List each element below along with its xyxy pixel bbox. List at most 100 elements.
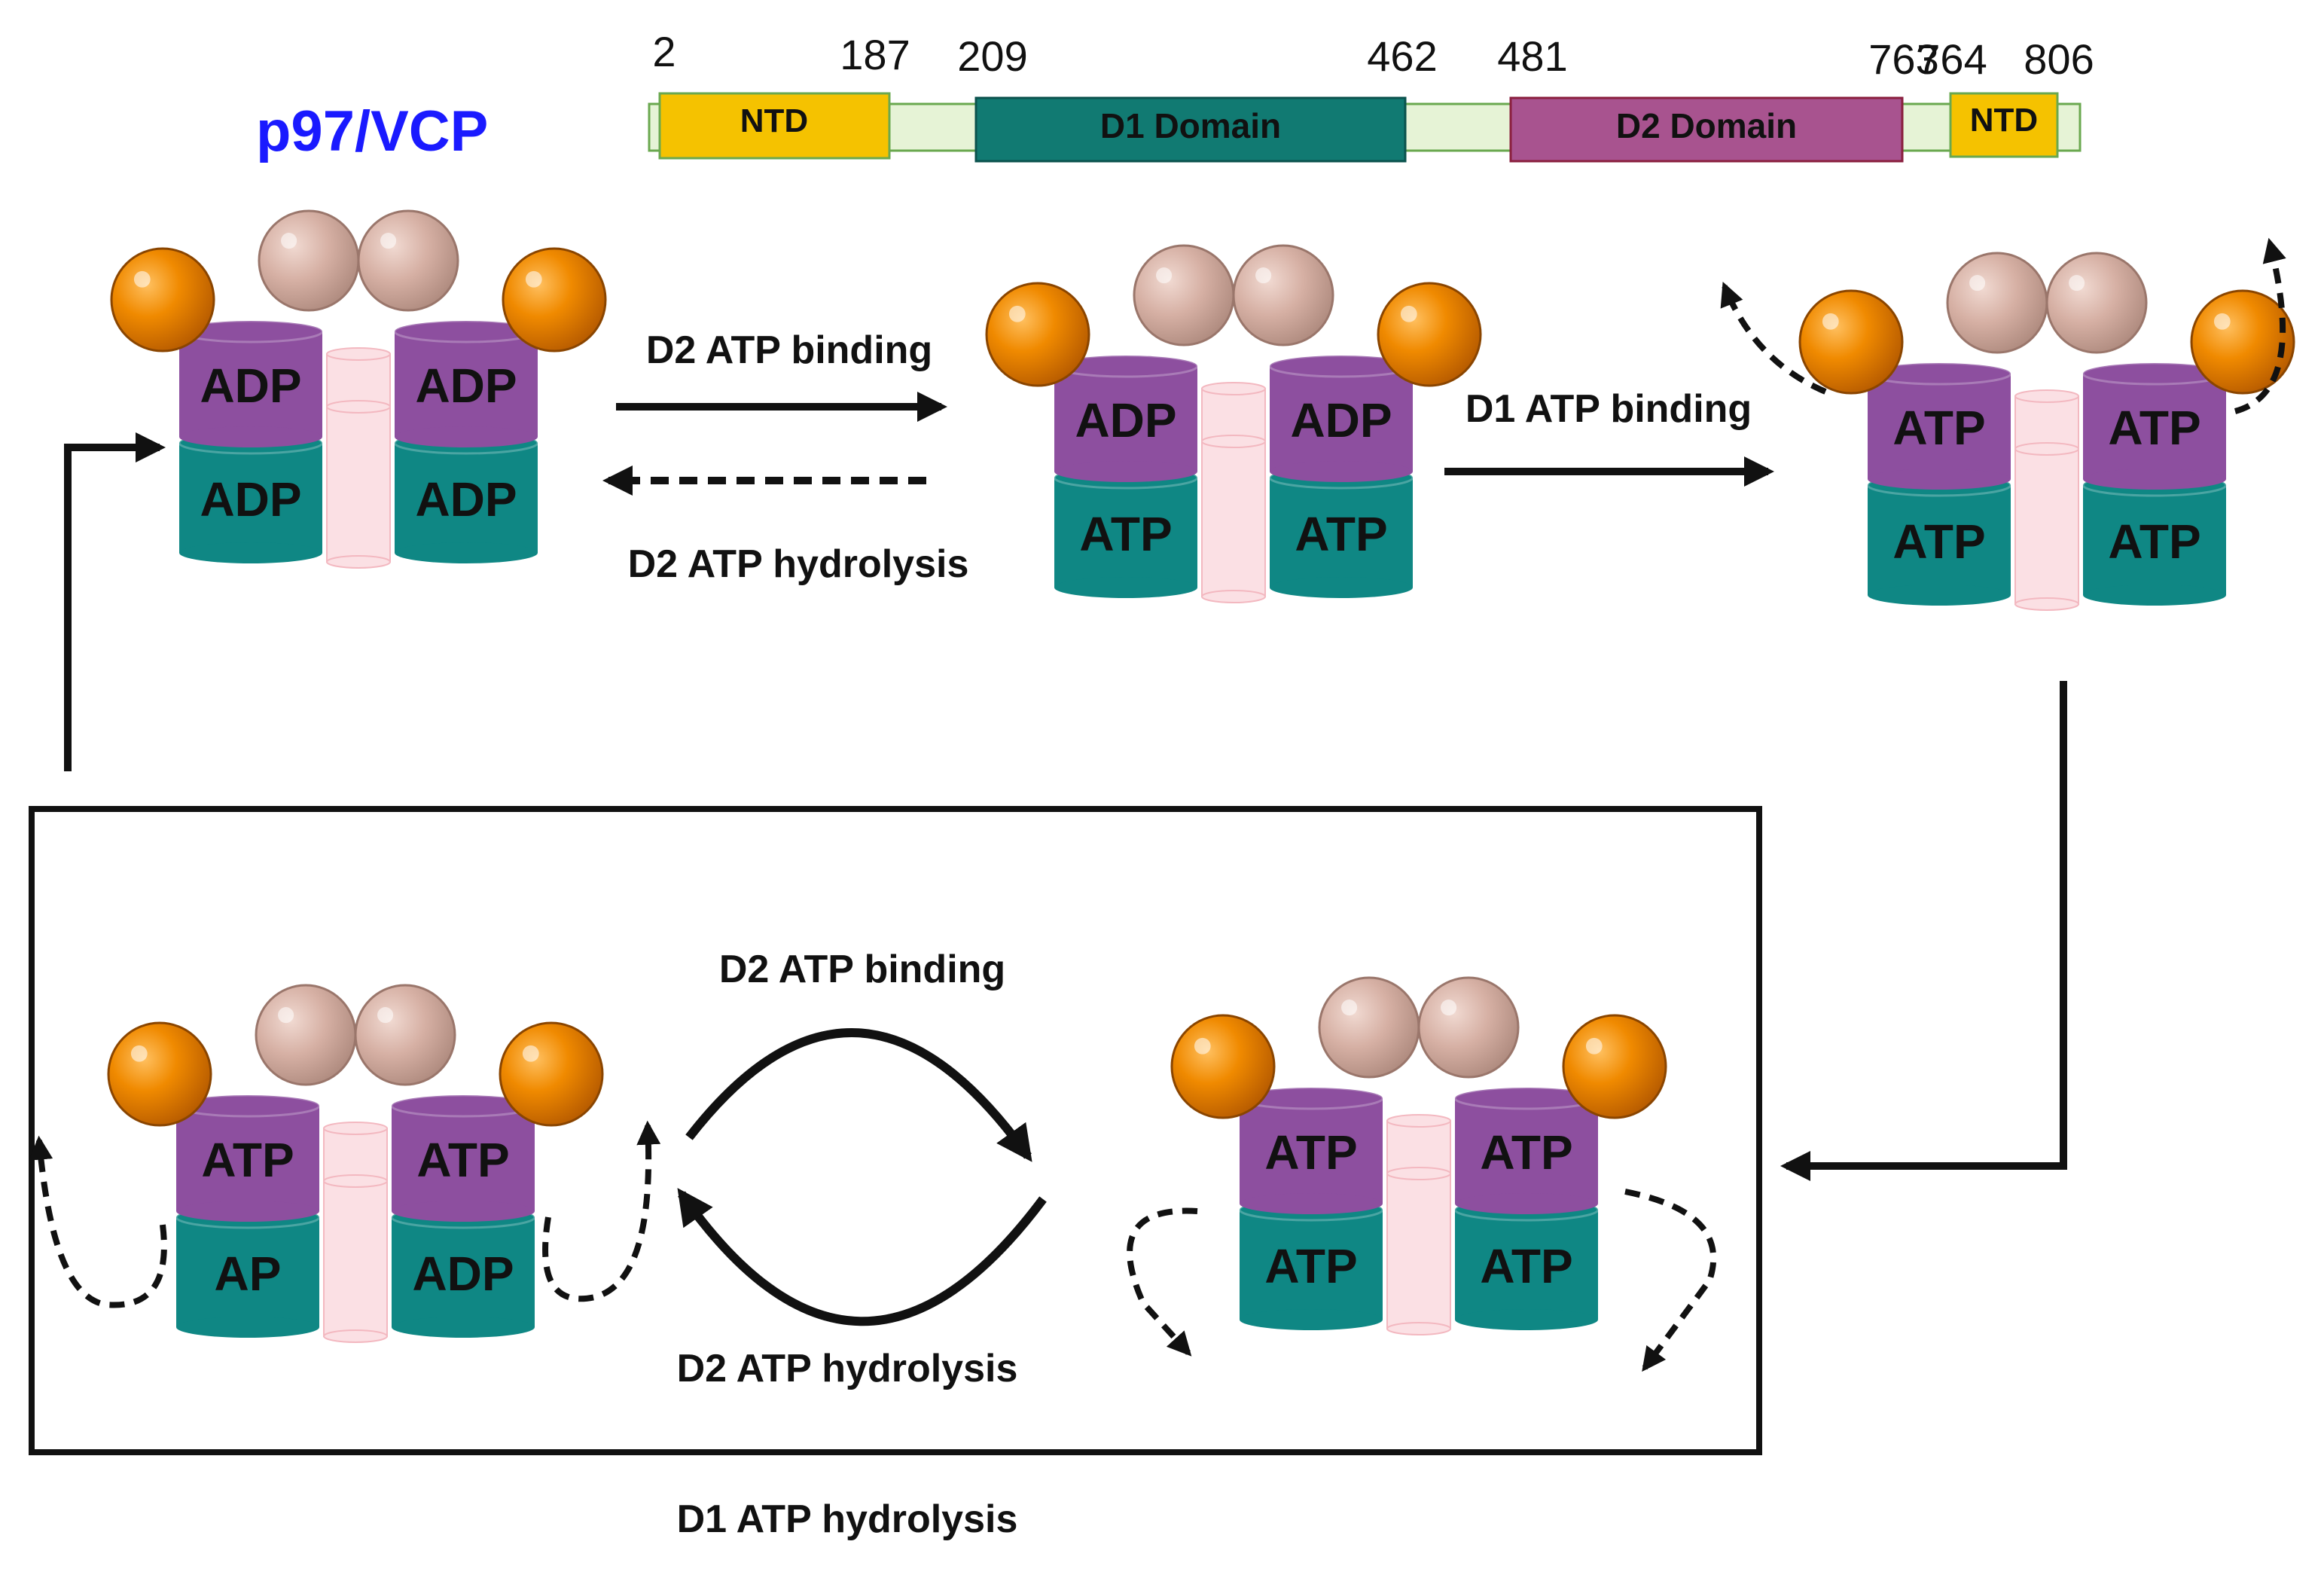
d1-ring-right: ATP (390, 1094, 536, 1222)
nucleotide-label: ATP (1079, 507, 1172, 561)
domain-segment-label: D2 Domain (1616, 106, 1797, 145)
d1-ring-right: ATP (1453, 1086, 1600, 1214)
residue-position: 187 (840, 31, 910, 78)
connector-right-down (1780, 681, 2067, 1181)
central-pore (1386, 1120, 1451, 1329)
n-domain-sphere (502, 247, 607, 353)
substrate-sphere (357, 209, 459, 312)
domain-segment-ntd-2: NTD (1949, 92, 2059, 158)
d2-ring-left: ATP (1238, 1198, 1384, 1330)
substrate-sphere (354, 984, 456, 1086)
motion-arrow (1127, 1207, 1198, 1357)
substrate-sphere (1133, 244, 1235, 346)
motion-arrow (1720, 282, 1827, 395)
central-pore (2014, 395, 2079, 605)
d2-ring-left: ADP (178, 431, 324, 563)
domain-segment-d1: D1 Domain (974, 96, 1407, 163)
residue-position: 209 (957, 32, 1027, 80)
connector-left-up (64, 432, 166, 771)
arrow-label: D2 ATP binding (646, 328, 932, 372)
motion-arrow (542, 1120, 661, 1302)
residue-position: 764 (1917, 35, 1987, 83)
d1-ring-left: ATP (175, 1094, 321, 1222)
nucleotide-label: ATP (2108, 514, 2200, 569)
nucleotide-label: ATP (1480, 1239, 1572, 1293)
arrow-d2-atp-binding-top: D2 ATP binding (616, 328, 947, 422)
substrate-sphere (1417, 976, 1520, 1079)
nucleotide-label: ATP (1892, 514, 1985, 569)
n-domain-sphere (499, 1021, 604, 1127)
domain-segment-label: NTD (740, 102, 808, 139)
nucleotide-label: ATP (1264, 1125, 1357, 1180)
nucleotide-label: ATP (2108, 401, 2200, 455)
d2-ring-right: ADP (390, 1205, 536, 1338)
hexamer-state-4: AP ADP ATP ATP (107, 984, 604, 1343)
substrate-sphere (255, 984, 357, 1086)
residue-position: 2 (652, 28, 676, 75)
domain-segment-d2: D2 Domain (1509, 96, 1904, 163)
n-domain-sphere (107, 1021, 212, 1127)
d1-ring-left: ATP (1238, 1086, 1384, 1214)
d1-ring-left: ADP (1053, 354, 1199, 482)
arrow-d2-atp-binding-cycle: D2 ATP binding (685, 948, 1032, 1162)
nucleotide-label: ATP (1480, 1125, 1572, 1180)
nucleotide-label: ATP (1264, 1239, 1357, 1293)
nucleotide-label: ADP (1290, 393, 1392, 447)
hexamer-state-5: ATP ATP ATP ATP (1170, 976, 1667, 1335)
substrate-sphere (1946, 252, 2048, 354)
n-domain-sphere (2190, 289, 2295, 395)
arrow-d2-atp-hydrolysis-top: D2 ATP hydrolysis (602, 465, 969, 586)
n-domain-sphere (1562, 1014, 1667, 1119)
d1-hydrolysis-box (29, 806, 1762, 1455)
arrow-label: D2 ATP binding (719, 948, 1005, 991)
motion-arrows (29, 237, 2286, 1372)
n-domain-sphere (1170, 1014, 1276, 1119)
d2-ring-right: ADP (393, 431, 539, 563)
domain-segment-label: D1 Domain (1100, 106, 1281, 145)
nucleotide-label: ATP (416, 1133, 509, 1187)
d1-ring-right: ADP (1268, 354, 1414, 482)
substrate-sphere (258, 209, 360, 312)
domain-segment-ntd-1: NTD (658, 92, 891, 160)
domain-segment-label: NTD (1970, 102, 2038, 139)
n-domain-sphere (1377, 282, 1482, 387)
motion-arrow (29, 1135, 167, 1308)
d1-atp-hydrolysis-label: D1 ATP hydrolysis (677, 1497, 1018, 1541)
nucleotide-label: ATP (1892, 401, 1985, 455)
central-pore (1201, 388, 1266, 597)
arrow-label: D2 ATP hydrolysis (677, 1347, 1018, 1390)
hexamer-state-1: ADP ADP ADP ADP (110, 209, 607, 569)
n-domain-sphere (985, 282, 1090, 387)
substrate-sphere (1318, 976, 1420, 1079)
d2-ring-right: ATP (2082, 473, 2228, 606)
d2-ring-right: ATP (1453, 1198, 1600, 1330)
nucleotide-label: ADP (200, 472, 301, 527)
nucleotide-label: ADP (415, 472, 517, 527)
motion-arrow (2234, 237, 2286, 414)
domain-map: NTD D1 Domain D2 Domain NTD 2 187 209 46… (648, 28, 2094, 163)
nucleotide-label: ADP (412, 1247, 514, 1301)
substrate-sphere (2045, 252, 2148, 354)
arrow-label: D1 ATP binding (1465, 387, 1752, 431)
d2-ring-right: ATP (1268, 465, 1414, 598)
d2-ring-left: ATP (1053, 465, 1199, 598)
arrow-label: D2 ATP hydrolysis (628, 542, 969, 586)
nucleotide-label: ATP (1295, 507, 1387, 561)
hexamer-complexes: ADP ADP ADP ADP ATP ATP ADP ADP ATP ATP ATP ATP AP AD… (107, 209, 2295, 1343)
nucleotide-label: ADP (1075, 393, 1176, 447)
arrow-d1-atp-binding: D1 ATP binding (1444, 387, 1774, 487)
d1-ring-left: ADP (178, 319, 324, 447)
nucleotide-label: ATP (201, 1133, 294, 1187)
n-domain-sphere (1798, 289, 1904, 395)
residue-position: 481 (1497, 32, 1567, 80)
page-title: p97/VCP (256, 99, 488, 163)
nucleotide-label: AP (215, 1247, 282, 1301)
arrow-d2-atp-hydrolysis-cycle: D2 ATP hydrolysis (677, 1188, 1047, 1390)
residue-position: 763 (1868, 35, 1938, 83)
nucleotide-label: ADP (415, 359, 517, 413)
d1-ring-right: ADP (393, 319, 539, 447)
residue-position: 806 (2024, 35, 2094, 83)
d2-ring-left: AP (175, 1205, 321, 1338)
n-domain-sphere (110, 247, 215, 353)
